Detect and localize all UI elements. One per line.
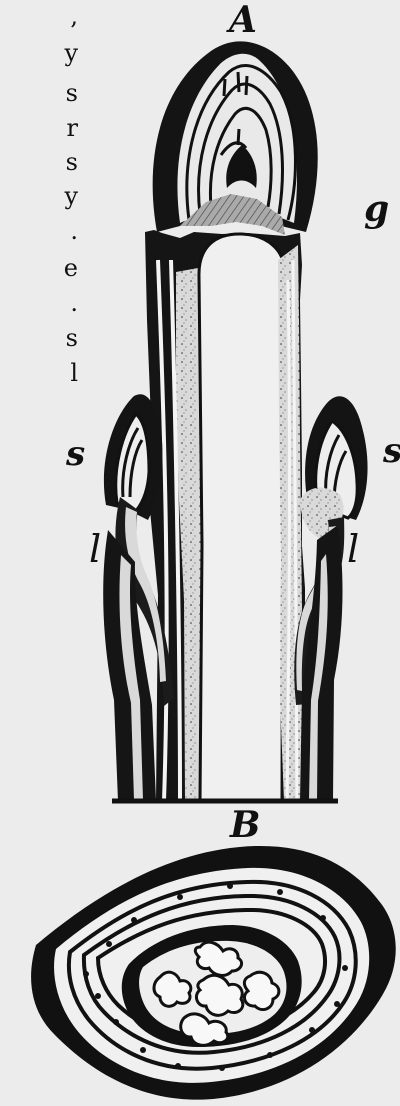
cross-section-figure [31,846,396,1100]
figure-label-b: B [230,807,260,843]
label-l-right: l [347,530,359,568]
label-g: g [364,191,389,227]
label-l-left: l [89,530,101,568]
longitudinal-section-figure [103,41,367,801]
label-s-left: s [66,437,85,471]
central-pith [199,234,285,801]
label-s-right: s [383,434,400,468]
figure-label-a: A [229,2,257,38]
